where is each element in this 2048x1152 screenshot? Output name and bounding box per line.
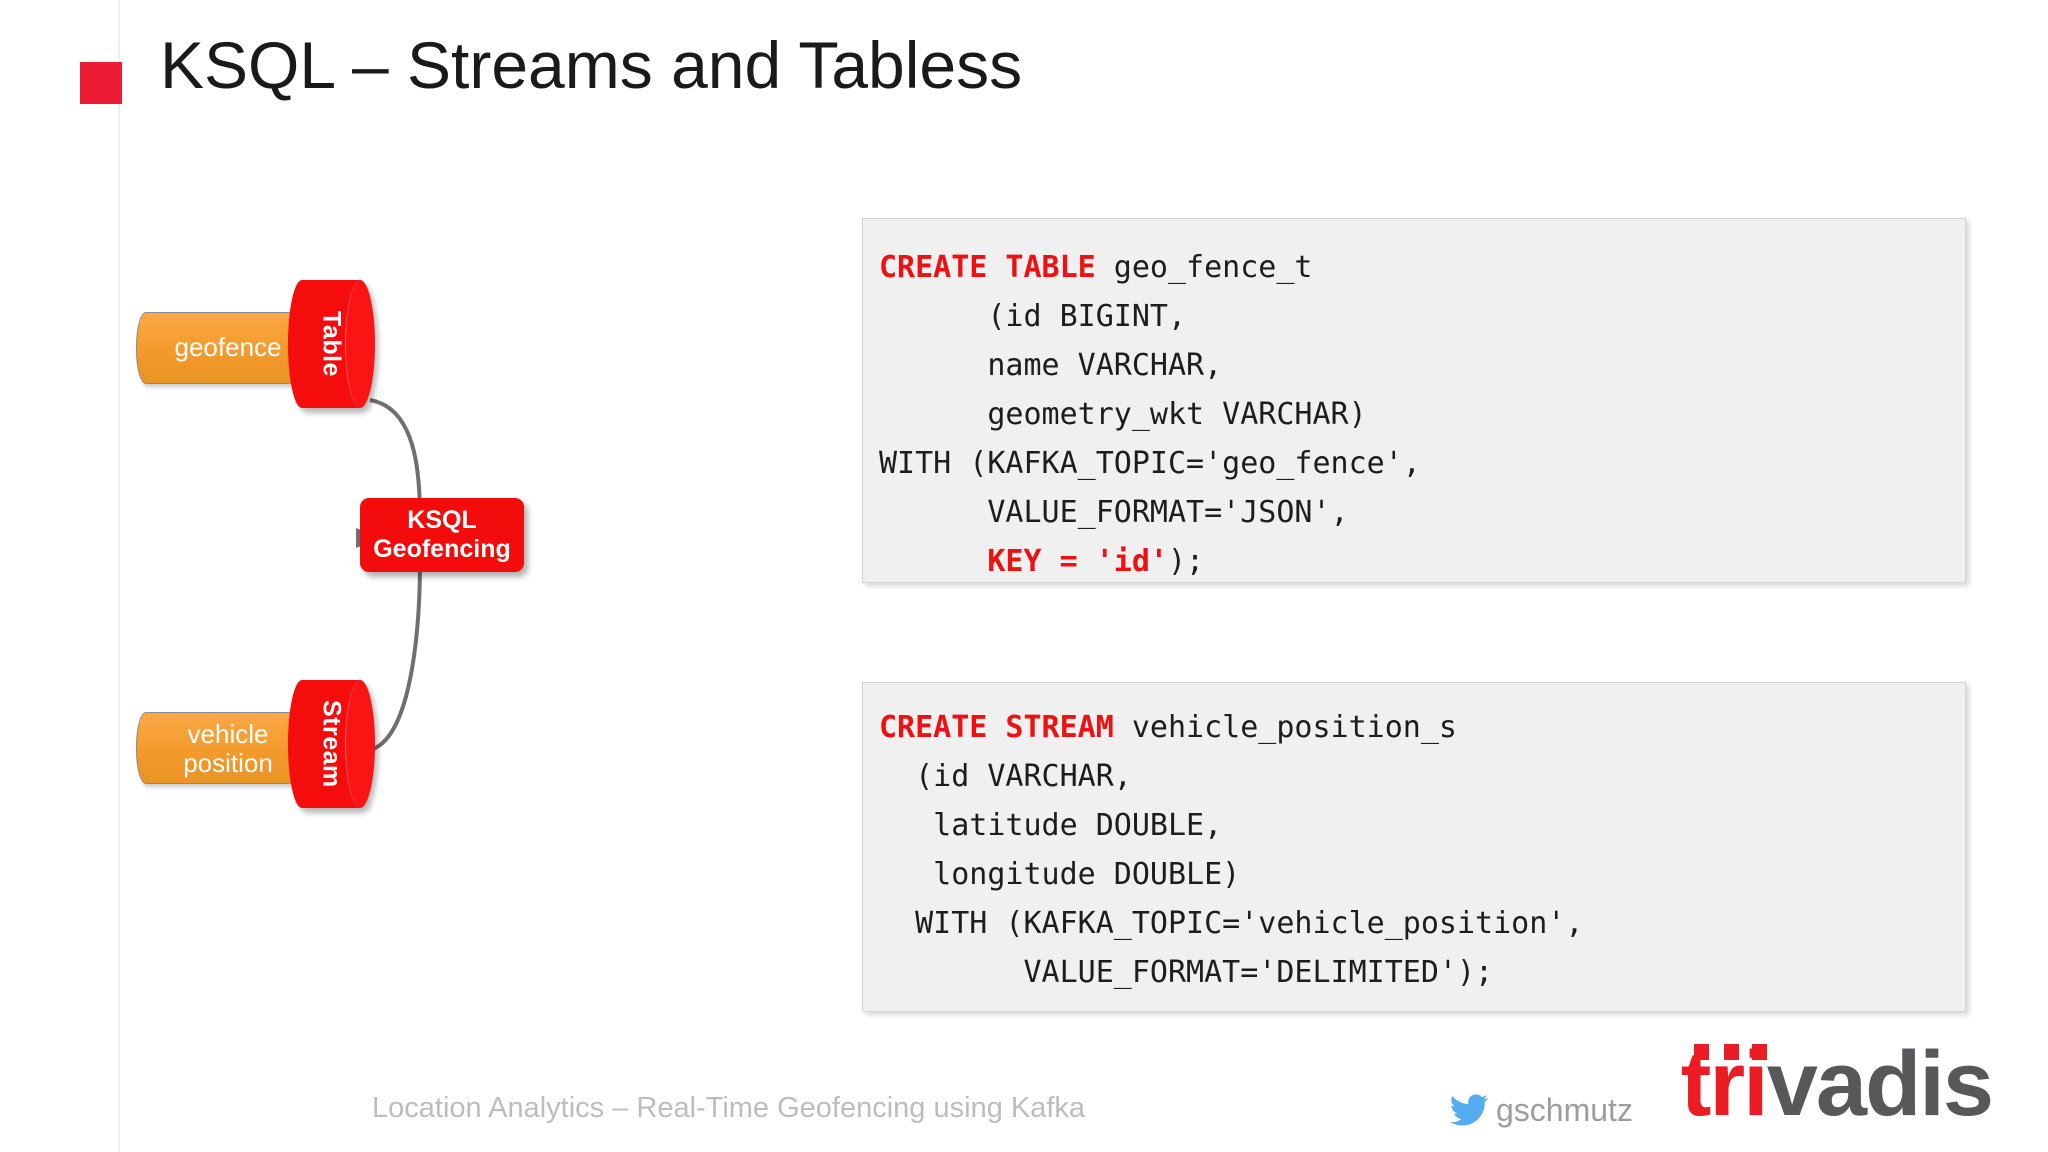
footer-caption: Location Analytics – Real-Time Geofencin… (372, 1092, 1086, 1124)
ksql-geofencing-box: KSQL Geofencing (360, 498, 524, 572)
logo-vadis-text: vadis (1766, 1033, 1994, 1135)
twitter-credit: gschmutz (1448, 1092, 1633, 1129)
page-title: KSQL – Streams and Tabless (160, 28, 1023, 102)
vehicle-position-label-line2: position (183, 748, 273, 778)
code-text-create-stream: CREATE STREAM vehicle_position_s (id VAR… (879, 710, 1584, 990)
streams-tables-diagram: geofence Table vehicle position Stream K… (120, 280, 680, 840)
twitter-bird-icon (1450, 1093, 1488, 1125)
ksql-geofencing-line2: Geofencing (373, 535, 511, 563)
ksql-geofencing-line1: KSQL (407, 505, 477, 534)
table-cylinder-icon: Table (288, 280, 375, 408)
code-card-create-stream: CREATE STREAM vehicle_position_s (id VAR… (862, 682, 1966, 1012)
twitter-handle-text: gschmutz (1496, 1092, 1633, 1128)
stream-cylinder-icon: Stream (288, 680, 375, 808)
code-card-create-table: CREATE TABLE geo_fence_t (id BIGINT, nam… (862, 218, 1966, 583)
vehicle-position-label-line1: vehicle (187, 718, 269, 749)
left-edge-rule (118, 0, 120, 1152)
logo-accent-dots (1681, 1038, 1992, 1068)
code-text-create-table: CREATE TABLE geo_fence_t (id BIGINT, nam… (879, 250, 1421, 579)
geofence-label-text: geofence (174, 332, 282, 363)
table-cylinder-label: Table (317, 311, 346, 377)
stream-cylinder-label: Stream (317, 700, 346, 788)
title-bullet-square (80, 62, 122, 104)
